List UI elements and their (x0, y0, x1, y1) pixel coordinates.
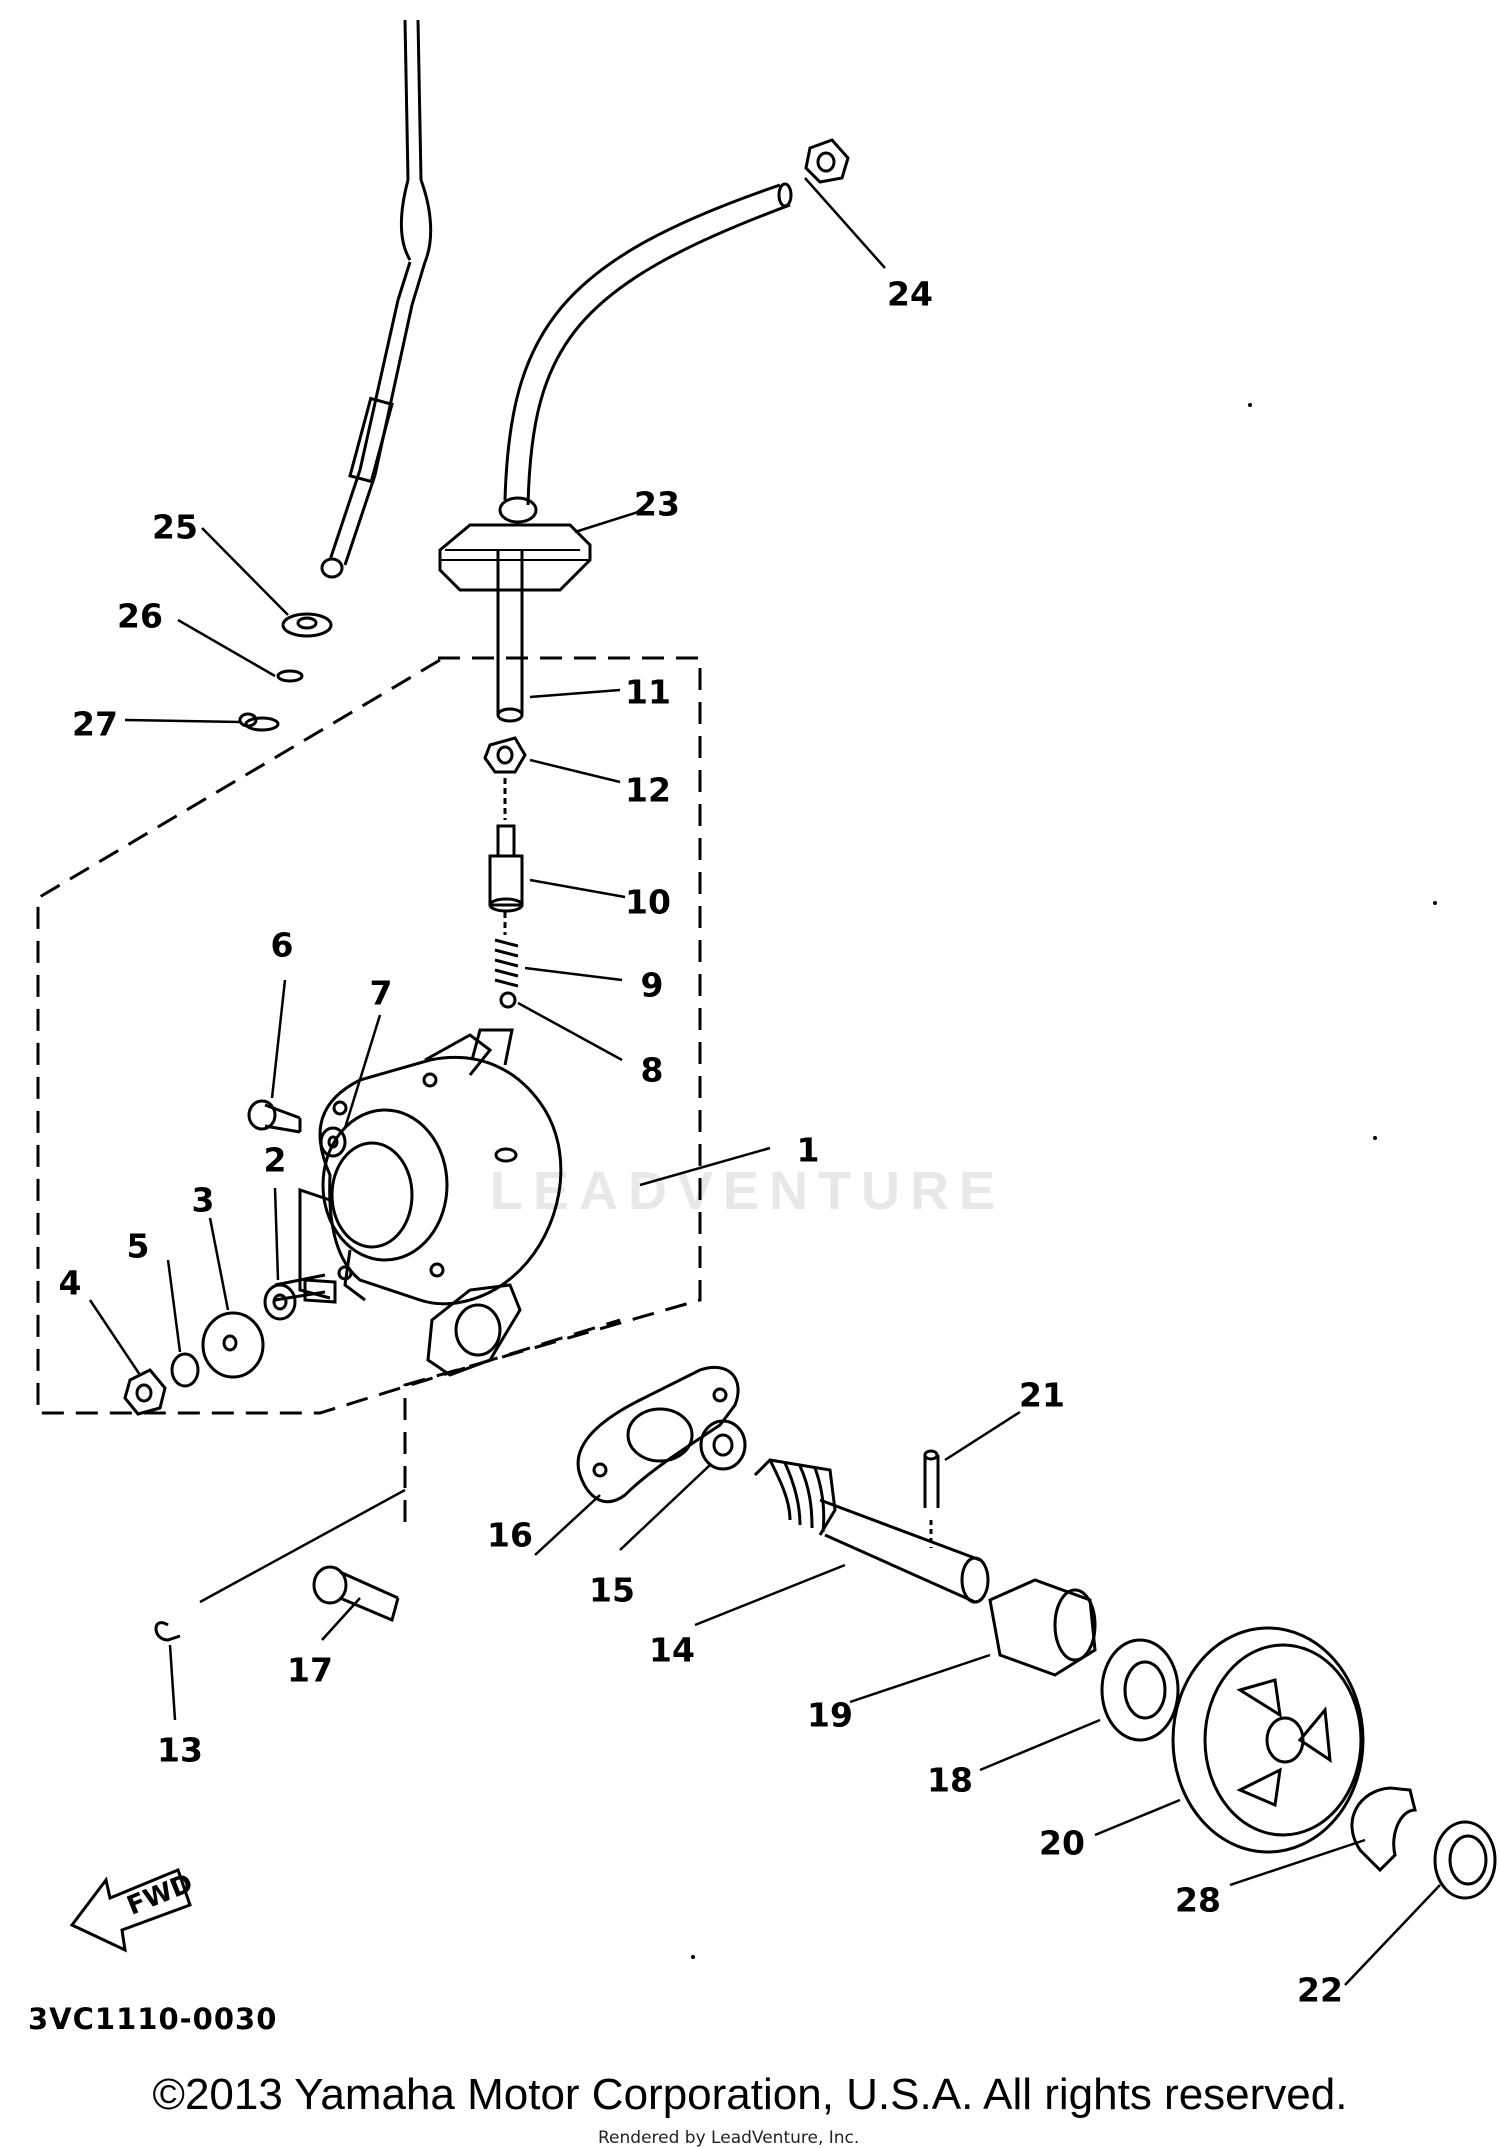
diagram-code: 3VC1110-0030 (28, 2002, 278, 2036)
oil-pump-assembly (298, 1028, 563, 1377)
parts-6-7 (247, 1099, 347, 1158)
callout-15: 15 (589, 1570, 635, 1610)
callout-23: 23 (634, 484, 680, 524)
callout-26: 26 (117, 596, 163, 636)
speck-marks (691, 403, 1437, 1959)
part-24-nut (804, 138, 850, 184)
callout-8: 8 (640, 1050, 664, 1090)
parts-14-18-19-21 (753, 1449, 1180, 1742)
callout-12: 12 (625, 770, 671, 810)
callout-28: 28 (1175, 1880, 1221, 1920)
parts-15-16 (576, 1365, 747, 1504)
watermark-text: LEADVENTURE (490, 1161, 1006, 1221)
callout-13: 13 (157, 1730, 203, 1770)
callout-19: 19 (807, 1695, 853, 1735)
callout-2: 2 (263, 1140, 287, 1180)
callout-27: 27 (72, 704, 118, 744)
leader-lines (88, 177, 1441, 1986)
callout-10: 10 (625, 882, 671, 922)
callout-16: 16 (487, 1515, 533, 1555)
parts-25-27-small-hardware (238, 612, 333, 732)
oil-delivery-hose (438, 182, 793, 723)
callout-11: 11 (625, 672, 671, 712)
callout-4: 4 (58, 1263, 82, 1303)
callout-5: 5 (126, 1226, 150, 1266)
parts-13-17 (154, 1565, 400, 1642)
callout-1: 1 (796, 1130, 820, 1170)
callout-20: 20 (1039, 1823, 1085, 1863)
callout-6: 6 (270, 925, 294, 965)
callout-9: 9 (640, 965, 664, 1005)
callout-3: 3 (191, 1180, 215, 1220)
fwd-arrow-icon (69, 1868, 192, 1953)
rendered-by-text: Rendered by LeadVenture, Inc. (598, 2128, 860, 2148)
copyright-notice: ©2013 Yamaha Motor Corporation, U.S.A. A… (152, 2070, 1348, 2119)
part-20-gear (1171, 1626, 1365, 1854)
parts-2-5-stack (123, 1273, 326, 1416)
check-valve-stack (483, 736, 527, 1009)
callout-17: 17 (287, 1650, 333, 1690)
parts-22-28 (1350, 1786, 1497, 1900)
callout-7: 7 (369, 973, 393, 1013)
callout-21: 21 (1019, 1375, 1065, 1415)
oil-pump-cable (320, 19, 433, 579)
callout-18: 18 (927, 1760, 973, 1800)
callout-14: 14 (649, 1630, 695, 1670)
assembly-boundary (36, 656, 702, 1530)
callout-24: 24 (887, 274, 933, 314)
callout-22: 22 (1297, 1970, 1343, 2010)
callout-25: 25 (152, 507, 198, 547)
